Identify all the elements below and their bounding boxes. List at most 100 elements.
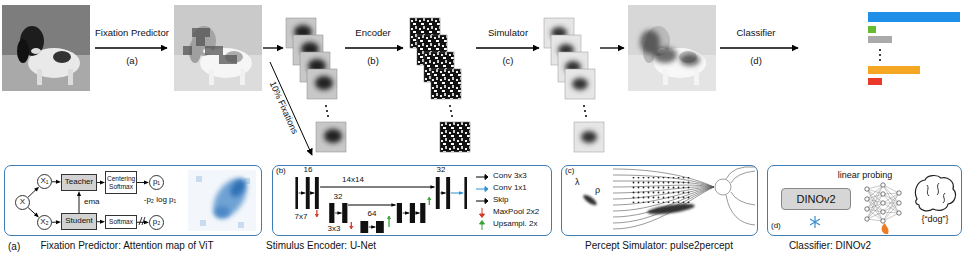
channel-count: 16 bbox=[304, 166, 313, 175]
connector bbox=[137, 181, 149, 185]
panel-caption: Percept Simulator: pulse2percept bbox=[585, 240, 733, 251]
legend-arrow bbox=[480, 208, 485, 218]
panel-letter: (c) bbox=[565, 167, 574, 176]
connector bbox=[77, 191, 81, 213]
variable-circle: X₂ bbox=[37, 215, 52, 230]
legend-sample bbox=[475, 172, 489, 182]
legend-sample bbox=[475, 220, 489, 230]
connector-line bbox=[28, 189, 36, 197]
node-text: X bbox=[20, 198, 25, 207]
connector bbox=[52, 220, 61, 224]
process-box: Teacher bbox=[61, 174, 97, 191]
variable-circle: X bbox=[15, 195, 30, 210]
step-arrow bbox=[345, 47, 403, 48]
panel-frame: Stimulus Encoder: U-NetConv 3x3Conv 1x1S… bbox=[272, 165, 552, 236]
panel-caption: Stimulus Encoder: U-Net bbox=[266, 240, 376, 251]
legend-sample bbox=[475, 196, 489, 206]
legend-text: MaxPool 2x2 bbox=[493, 208, 539, 217]
connector-line bbox=[79, 195, 80, 213]
step-arrow bbox=[600, 47, 624, 48]
process-box: Student bbox=[61, 213, 97, 230]
variable-circle: p₂ bbox=[149, 215, 164, 230]
variable-circle: X₁ bbox=[37, 174, 52, 189]
edge-label: ema bbox=[83, 198, 101, 207]
probe-label: linear probing bbox=[838, 171, 893, 181]
legend-arrow bbox=[476, 175, 488, 180]
step-letter: (a) bbox=[126, 56, 138, 66]
connector-line bbox=[137, 222, 145, 223]
step-letter: (c) bbox=[502, 56, 513, 66]
panel-letter: (b) bbox=[276, 167, 286, 176]
process-box: Softmax bbox=[105, 215, 137, 229]
legend-arrow bbox=[476, 187, 488, 192]
node-text: p₁ bbox=[153, 178, 160, 187]
legend-text: Upsampl. 2x bbox=[493, 220, 537, 229]
step-label: Fixation Predictor bbox=[95, 28, 169, 38]
parameter-symbol: ρ bbox=[595, 186, 600, 196]
node-text: X₂ bbox=[40, 218, 48, 227]
channel-count: 32 bbox=[437, 166, 446, 175]
resolution: 7x7 bbox=[295, 213, 308, 222]
connector bbox=[28, 187, 39, 198]
channel-count: 64 bbox=[368, 210, 377, 219]
connector bbox=[28, 208, 39, 218]
parameter-symbol: λ bbox=[575, 178, 580, 188]
panel-frame: Fixation Predictor: Attention map of ViT… bbox=[4, 165, 262, 236]
node-text: Student bbox=[65, 217, 93, 226]
unet-drawing bbox=[295, 177, 467, 233]
node-text: X₁ bbox=[40, 177, 48, 186]
variable-circle: p₁ bbox=[149, 175, 164, 190]
node-text: Softmax bbox=[109, 218, 133, 225]
panel-letter: (a) bbox=[8, 241, 20, 252]
axon-map bbox=[582, 167, 755, 229]
process-box: Centering Softmax bbox=[105, 171, 137, 194]
stack-label: 10% Fixations bbox=[267, 80, 299, 136]
legend-text: Conv 3x3 bbox=[493, 172, 527, 181]
step-arrow bbox=[95, 47, 167, 48]
step-label: Classifier bbox=[736, 28, 775, 38]
node-text: Centering Softmax bbox=[107, 175, 135, 189]
input-photo bbox=[2, 5, 90, 91]
class-bars bbox=[868, 12, 960, 85]
arrow-head bbox=[34, 187, 39, 192]
legend-sample bbox=[475, 184, 489, 194]
percept-blobs bbox=[640, 30, 700, 66]
resolution: 3x3 bbox=[328, 225, 341, 234]
class-output: {“dog”} bbox=[921, 215, 948, 225]
resolution: 14x14 bbox=[342, 176, 364, 185]
panel-caption: Fixation Predictor: Attention map of ViT bbox=[40, 240, 213, 251]
node-text: DINOv2 bbox=[796, 193, 835, 205]
panel-frame: Percept Simulator: pulse2percept bbox=[561, 165, 758, 236]
legend-text: Skip bbox=[493, 196, 509, 205]
connector bbox=[137, 220, 149, 224]
step-letter: (b) bbox=[367, 56, 379, 66]
process-box: DINOv2 bbox=[781, 188, 851, 210]
legend-arrow bbox=[480, 221, 485, 231]
step-arrow bbox=[720, 47, 798, 48]
arrow-head bbox=[77, 191, 81, 196]
legend-arrow bbox=[476, 199, 488, 204]
step-letter: (d) bbox=[750, 56, 762, 66]
connector bbox=[97, 181, 105, 185]
node-text: Teacher bbox=[65, 178, 93, 187]
loss-formula: -p₂ log p₁ bbox=[144, 196, 177, 205]
percept-photo bbox=[628, 5, 716, 91]
stimulus-stack bbox=[410, 18, 470, 152]
step-label: Encoder bbox=[355, 28, 390, 38]
attention-map bbox=[188, 170, 256, 231]
connector-line bbox=[137, 182, 145, 183]
panel-letter: (d) bbox=[771, 222, 781, 231]
fixation-photo bbox=[174, 5, 262, 91]
percept-stack bbox=[544, 18, 604, 152]
step-label: Simulator bbox=[488, 28, 528, 38]
connector bbox=[97, 220, 105, 224]
channel-count: 32 bbox=[334, 193, 343, 202]
panel-caption: Classifier: DINOv2 bbox=[789, 240, 871, 251]
step-arrow bbox=[476, 47, 539, 48]
legend-sample bbox=[475, 208, 489, 218]
node-text: p₂ bbox=[153, 218, 161, 227]
connector-line bbox=[28, 208, 36, 215]
legend-text: Conv 1x1 bbox=[493, 184, 527, 193]
step-arrow bbox=[263, 47, 283, 48]
